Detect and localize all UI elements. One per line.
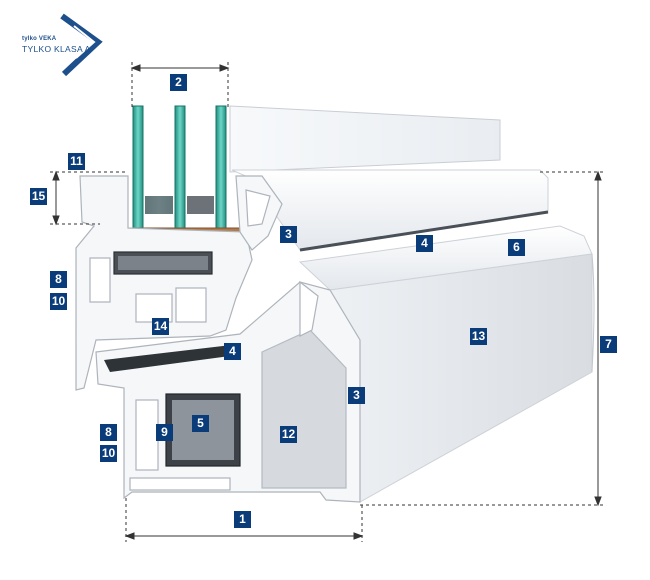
- label-10-frame: 10: [100, 445, 117, 462]
- label-9: 9: [156, 424, 173, 441]
- dimension-lines: [50, 62, 604, 542]
- label-12: 12: [280, 426, 297, 443]
- label-5: 5: [192, 415, 209, 432]
- label-6: 6: [508, 239, 525, 256]
- triple-glazing: [127, 105, 247, 241]
- label-14: 14: [152, 318, 169, 335]
- logo-brand-small: tylko VEKA: [22, 36, 57, 42]
- label-3-sash: 3: [280, 226, 297, 243]
- label-2: 2: [170, 74, 187, 91]
- label-4-frame: 4: [224, 343, 241, 360]
- label-1: 1: [234, 511, 251, 528]
- frame-section: [95, 280, 361, 503]
- label-13: 13: [470, 328, 487, 345]
- label-8-sash: 8: [50, 271, 67, 288]
- label-10-sash: 10: [50, 293, 67, 310]
- label-8-frame: 8: [100, 424, 117, 441]
- label-4-sash: 4: [416, 235, 433, 252]
- veka-logo: tylko VEKA TYLKO KLASA A: [20, 12, 120, 82]
- sash-section: [75, 175, 283, 391]
- label-7: 7: [600, 336, 617, 353]
- label-3-frame: 3: [348, 387, 365, 404]
- veka-logo-mark: [60, 13, 103, 77]
- label-11: 11: [68, 153, 85, 170]
- logo-brand-main: TYLKO KLASA A: [22, 44, 91, 54]
- label-15: 15: [30, 188, 47, 205]
